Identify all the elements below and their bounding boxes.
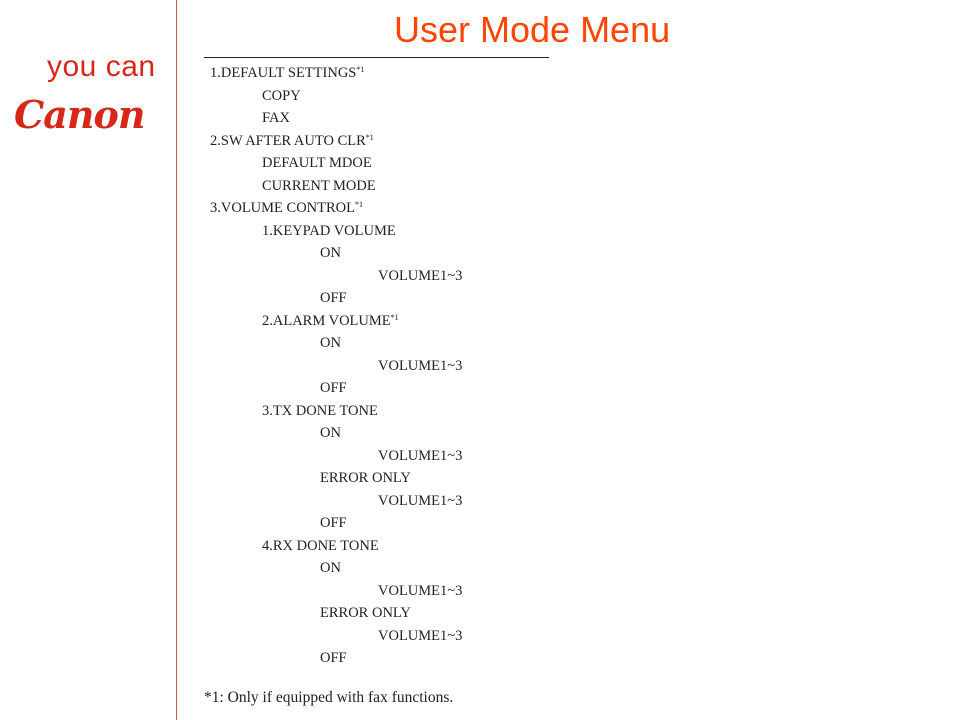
- menu-item: 4.RX DONE TONE: [210, 535, 462, 558]
- menu-item-label: 1.KEYPAD VOLUME: [262, 222, 396, 239]
- menu-item: VOLUME1~3: [210, 265, 462, 288]
- footnote-marker: *1: [390, 312, 399, 322]
- menu-item: VOLUME1~3: [210, 580, 462, 603]
- menu-item-label: ON: [320, 335, 341, 351]
- menu-item: ERROR ONLY: [210, 602, 462, 625]
- menu-item: OFF: [210, 287, 462, 310]
- menu-item-label: VOLUME1~3: [378, 357, 463, 374]
- menu-item-label: COPY: [262, 87, 301, 104]
- menu-item: 2.ALARM VOLUME*1: [210, 310, 462, 333]
- menu-item-label: OFF: [320, 380, 347, 396]
- menu-item: 3.TX DONE TONE: [210, 400, 462, 423]
- footnote-marker: *1: [365, 132, 374, 142]
- menu-item-label: VOLUME1~3: [378, 627, 463, 644]
- sidebar-divider: [176, 0, 177, 720]
- menu-item-label: VOLUME1~3: [378, 492, 463, 509]
- menu-item-label: ERROR ONLY: [320, 470, 411, 486]
- menu-item-label: CURRENT MODE: [262, 177, 376, 194]
- menu-item: 2.SW AFTER AUTO CLR*1: [210, 130, 462, 153]
- menu-item-label: ERROR ONLY: [320, 605, 411, 621]
- menu-item: 1.KEYPAD VOLUME: [210, 220, 462, 243]
- menu-item: VOLUME1~3: [210, 445, 462, 468]
- menu-item: 1.DEFAULT SETTINGS*1: [210, 62, 462, 85]
- menu-item: VOLUME1~3: [210, 490, 462, 513]
- menu-item-label: 2.ALARM VOLUME: [262, 312, 391, 329]
- menu-item: DEFAULT MDOE: [210, 152, 462, 175]
- menu-item-label: FAX: [262, 110, 290, 126]
- menu-item: ON: [210, 422, 462, 445]
- menu-item: OFF: [210, 377, 462, 400]
- brand-tagline: you can: [47, 50, 156, 83]
- menu-item-label: 3.VOLUME CONTROL: [210, 200, 355, 216]
- menu-item-label: DEFAULT MDOE: [262, 155, 372, 171]
- brand-sidebar: you can Canon: [0, 0, 176, 720]
- menu-item: VOLUME1~3: [210, 625, 462, 648]
- menu-item-label: ON: [320, 425, 341, 441]
- menu-item-label: 1.DEFAULT SETTINGS: [210, 65, 357, 81]
- header-rule: [204, 57, 549, 58]
- menu-item: CURRENT MODE: [210, 175, 462, 198]
- menu-item-label: 4.RX DONE TONE: [262, 537, 379, 554]
- menu-item-label: OFF: [320, 515, 347, 531]
- footnote: *1: Only if equipped with fax functions.: [204, 689, 454, 706]
- menu-item: 3.VOLUME CONTROL*1: [210, 197, 462, 220]
- menu-item: ON: [210, 557, 462, 580]
- menu-item-label: ON: [320, 560, 341, 576]
- footnote-marker: *1: [356, 65, 365, 74]
- menu-item: VOLUME1~3: [210, 355, 462, 378]
- slide-title: User Mode Menu: [394, 9, 671, 50]
- footnote-marker: *1: [355, 200, 363, 209]
- menu-item: ON: [210, 242, 462, 265]
- menu-item: COPY: [210, 85, 462, 108]
- menu-item-label: VOLUME1~3: [378, 582, 463, 599]
- menu-item-label: VOLUME1~3: [378, 267, 463, 284]
- menu-item-label: ON: [320, 245, 341, 261]
- menu-item-label: VOLUME1~3: [378, 447, 463, 464]
- menu-item: OFF: [210, 512, 462, 535]
- menu-item-label: 3.TX DONE TONE: [262, 402, 378, 419]
- menu-item: ERROR ONLY: [210, 467, 462, 490]
- menu-item-label: 2.SW AFTER AUTO CLR: [210, 132, 366, 149]
- canon-logo: Canon: [14, 92, 145, 137]
- menu-item: ON: [210, 332, 462, 355]
- menu-item-label: OFF: [320, 290, 347, 306]
- menu-item-label: OFF: [320, 650, 347, 666]
- menu-item: FAX: [210, 107, 462, 130]
- menu-item: OFF: [210, 647, 462, 670]
